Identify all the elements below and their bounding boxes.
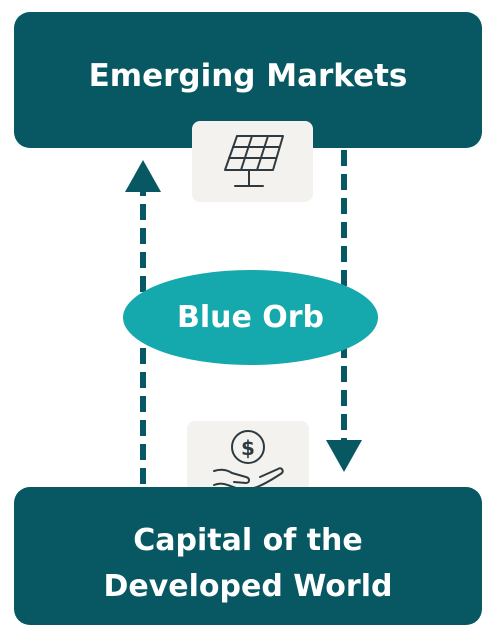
up-arrow-head — [125, 160, 161, 192]
hand-holding-dollar-icon: $ — [213, 429, 284, 490]
dollar-symbol: $ — [241, 436, 255, 460]
emerging-markets-label: Emerging Markets — [88, 58, 408, 94]
developed-world-label-line2: Developed World — [103, 569, 393, 604]
blue-orb: Blue Orb — [123, 270, 378, 365]
solar-panel-icon — [223, 134, 284, 187]
blue-orb-label: Blue Orb — [176, 300, 325, 335]
developed-world-label: Capital of the Developed World — [104, 518, 393, 610]
down-arrow-head — [326, 440, 362, 472]
solar-icon-card — [192, 121, 313, 202]
developed-world-label-line1: Capital of the — [133, 523, 363, 558]
developed-world-box: Capital of the Developed World — [14, 487, 482, 625]
